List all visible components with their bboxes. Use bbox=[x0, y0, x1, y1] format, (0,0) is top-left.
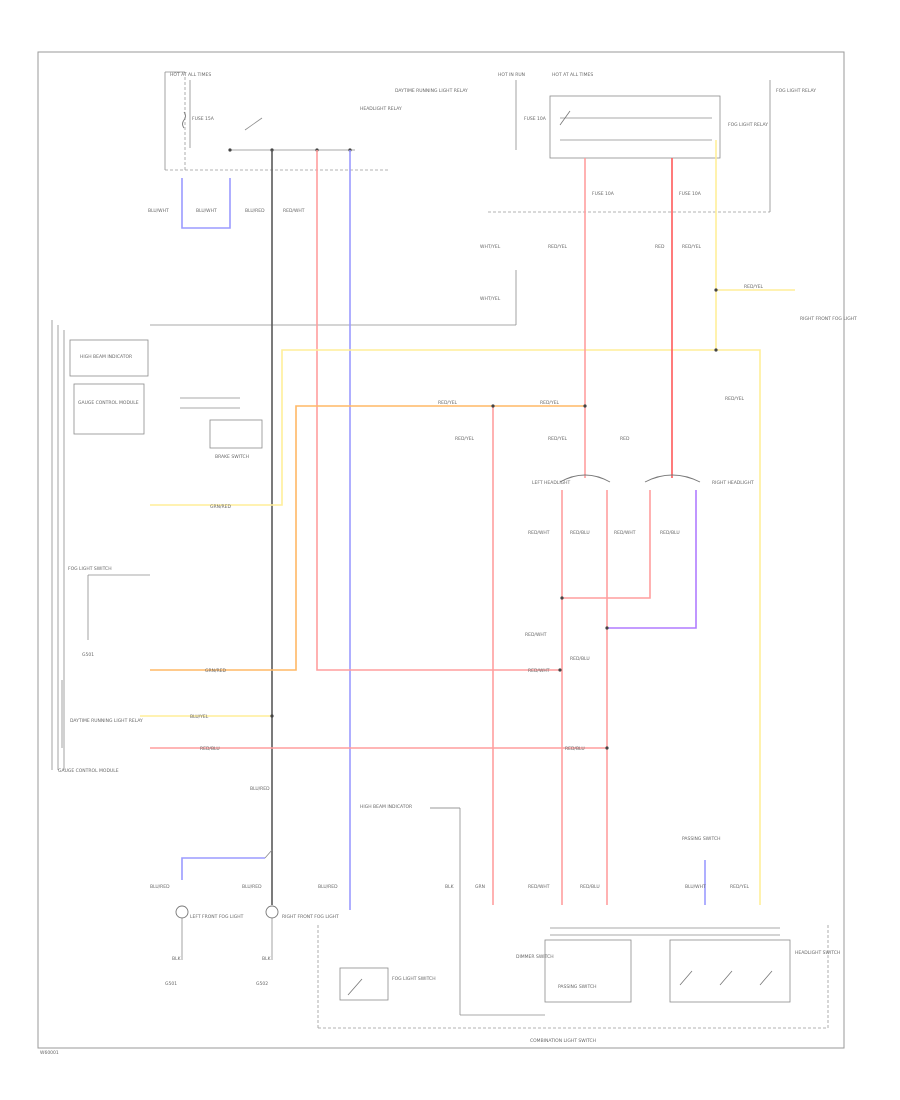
left-fog-label: LEFT FRONT FOG LIGHT bbox=[190, 914, 244, 920]
wire-tag-wht-yel-2: WHT/YEL bbox=[480, 296, 501, 302]
wire-tag-blk-3: BLK bbox=[445, 884, 455, 890]
fog-light-switch-label: FOG LIGHT SWITCH bbox=[68, 566, 112, 572]
wire-tag-blu-red: BLU/RED bbox=[245, 208, 265, 214]
combination-light-switch-label: COMBINATION LIGHT SWITCH bbox=[530, 1038, 596, 1044]
wire-tag-red-yel-4: RED/YEL bbox=[438, 400, 458, 406]
junction-nodes bbox=[270, 288, 718, 750]
wire-tag-red-wht-3: RED/WHT bbox=[614, 530, 636, 536]
left-front-fog-light: BLU/RED LEFT FRONT FOG LIGHT BLK G501 bbox=[150, 884, 244, 987]
wire-tag-red-wht-6: RED/WHT bbox=[528, 884, 550, 890]
hot-in-run-label: HOT IN RUN bbox=[498, 72, 525, 78]
wire-tag-red-blu-1: RED/BLU bbox=[570, 530, 590, 536]
wire-tag-blk-2: BLK bbox=[262, 956, 272, 962]
ground-left-bottom: G501 bbox=[165, 981, 177, 987]
right-headlight-label: RIGHT HEADLIGHT bbox=[712, 480, 754, 486]
wire-tag-red-wht-5: RED/WHT bbox=[528, 668, 550, 674]
yellow-wire bbox=[150, 349, 761, 905]
fuse-b-label: FUSE 10A bbox=[524, 116, 547, 122]
wire-tag-grn: GRN bbox=[475, 884, 485, 890]
right-fog-label: RIGHT FRONT FOG LIGHT bbox=[800, 316, 857, 322]
wire-tag-grn-red: GRN/RED bbox=[205, 668, 226, 674]
wire-tag-red-yel-8: RED/YEL bbox=[725, 396, 745, 402]
fog-relay-note: FOG LIGHT RELAY bbox=[776, 88, 816, 94]
passing-indicator: PASSING SWITCH BLU/WHT bbox=[682, 836, 720, 905]
blue-fog-wire bbox=[181, 857, 265, 880]
right-front-fog-light: BLU/RED RIGHT FRONT FOG LIGHT BLK G502 bbox=[242, 884, 339, 987]
high-beam-indicator: HIGH BEAM INDICATOR bbox=[360, 804, 461, 1015]
wire-tag-blu-yel: BLU/YEL bbox=[190, 714, 209, 720]
right-hl-hi bbox=[607, 490, 697, 629]
headlight-switch-label: HEADLIGHT SWITCH bbox=[795, 950, 840, 956]
gcm-inner-label: GAUGE CONTROL MODULE bbox=[78, 400, 139, 406]
wire-tag-blu-red-3: BLU/RED bbox=[150, 884, 170, 890]
wire-tag-blu-red-4: BLU/RED bbox=[242, 884, 262, 890]
wire-tag-blu-wht-3: BLU/WHT bbox=[685, 884, 706, 890]
orange-wire bbox=[150, 405, 585, 671]
hot-at-all-times-label-2: HOT AT ALL TIMES bbox=[552, 72, 593, 78]
wire-tag-red-yel-7: RED/YEL bbox=[455, 436, 475, 442]
wire-tag-grn-red-2: GRN/RED bbox=[210, 504, 231, 510]
left-headlight-label: LEFT HEADLIGHT bbox=[532, 480, 571, 486]
brake-switch: BRAKE SWITCH bbox=[180, 397, 263, 460]
ground-right-bottom: G502 bbox=[256, 981, 268, 987]
wire-tag-red-wht-2: RED/WHT bbox=[528, 530, 550, 536]
fuse-d-label: FUSE 10A bbox=[679, 191, 702, 197]
gauge-control-module-label: GAUGE CONTROL MODULE bbox=[58, 768, 119, 774]
daytime-running-light-relay-label: DAYTIME RUNNING LIGHT RELAY bbox=[395, 88, 468, 94]
top-right-power-box: HOT IN RUN HOT AT ALL TIMES FOG LIGHT RE… bbox=[488, 72, 816, 213]
gauge-control-module: HIGH BEAM INDICATOR GAUGE CONTROL MODULE… bbox=[51, 320, 149, 774]
wire-tag-blk-1: BLK bbox=[172, 956, 182, 962]
fog-switch-bottom-label: FOG LIGHT SWITCH bbox=[392, 976, 436, 982]
wire-tag-red-blu-3: RED/BLU bbox=[570, 656, 590, 662]
brake-switch-label: BRAKE SWITCH bbox=[215, 454, 249, 460]
left-headlight: LEFT HEADLIGHT bbox=[532, 474, 611, 486]
diagram-frame bbox=[37, 51, 845, 1049]
fuse-c-label: FUSE 10A bbox=[592, 191, 615, 197]
wire-tag-red-wht-4: RED/WHT bbox=[525, 632, 547, 638]
wire-tag-red-yel-3: RED/YEL bbox=[744, 284, 764, 290]
ground-left-label: G501 bbox=[82, 652, 94, 658]
right-headlight: RIGHT HEADLIGHT bbox=[644, 474, 754, 486]
right-hl-lo bbox=[562, 490, 651, 599]
wire-tag-red-1: RED bbox=[655, 244, 665, 250]
fuse-a-symbol bbox=[182, 111, 186, 129]
wire-tag-red-yel-9: RED/YEL bbox=[730, 884, 750, 890]
headlight-relay-label: HEADLIGHT RELAY bbox=[360, 106, 402, 112]
wire-tag-wht-yel-1: WHT/YEL bbox=[480, 244, 501, 250]
hbi-label: HIGH BEAM INDICATOR bbox=[360, 804, 412, 810]
hot-at-all-times-label: HOT AT ALL TIMES bbox=[170, 72, 211, 78]
wire-tag-blu-red-5: BLU/RED bbox=[318, 884, 338, 890]
combination-light-switch: DIMMER SWITCH PASSING SWITCH HEADLIGHT S… bbox=[317, 925, 840, 1044]
wire-tag-blu-wht-2: BLU/WHT bbox=[196, 208, 217, 214]
wire-tag-red-yel-1: RED/YEL bbox=[548, 244, 568, 250]
wire-tag-red-yel-2: RED/YEL bbox=[682, 244, 702, 250]
wire-tag-blu-wht-1: BLU/WHT bbox=[148, 208, 169, 214]
wire-tag-red-blu-5: RED/BLU bbox=[565, 746, 585, 752]
wire-tag-red-blu-4: RED/BLU bbox=[200, 746, 220, 752]
fog-light-switch-left: FOG LIGHT SWITCH G501 bbox=[68, 566, 150, 658]
dimmer-switch-label: DIMMER SWITCH bbox=[516, 954, 554, 960]
high-beam-indicator-label: HIGH BEAM INDICATOR bbox=[80, 354, 132, 360]
passing-switch-label: PASSING SWITCH bbox=[558, 984, 596, 990]
wire-tag-red-2: RED bbox=[620, 436, 630, 442]
wire-tag-red-yel-5: RED/YEL bbox=[540, 400, 560, 406]
corner-tag: W60001 bbox=[40, 1050, 59, 1056]
fog-light-switch-bottom: FOG LIGHT SWITCH bbox=[339, 967, 436, 1001]
drl-label: DAYTIME RUNNING LIGHT RELAY bbox=[70, 718, 143, 724]
right-fog-label: RIGHT FRONT FOG LIGHT bbox=[282, 914, 339, 920]
red-main-wire bbox=[316, 150, 560, 671]
fuse-a-label: FUSE 15A bbox=[192, 116, 215, 122]
wire-tag-red-blu-6: RED/BLU bbox=[580, 884, 600, 890]
wire-tag-red-blu-2: RED/BLU bbox=[660, 530, 680, 536]
blue-loop-wire bbox=[181, 178, 231, 229]
passing-indicator-label: PASSING SWITCH bbox=[682, 836, 720, 842]
wire-tag-red-wht: RED/WHT bbox=[283, 208, 305, 214]
fog-light-relay-label: FOG LIGHT RELAY bbox=[728, 122, 768, 128]
wire-tag-red-yel-6: RED/YEL bbox=[548, 436, 568, 442]
wire-tag-blu-red-2: BLU/RED bbox=[250, 786, 270, 792]
